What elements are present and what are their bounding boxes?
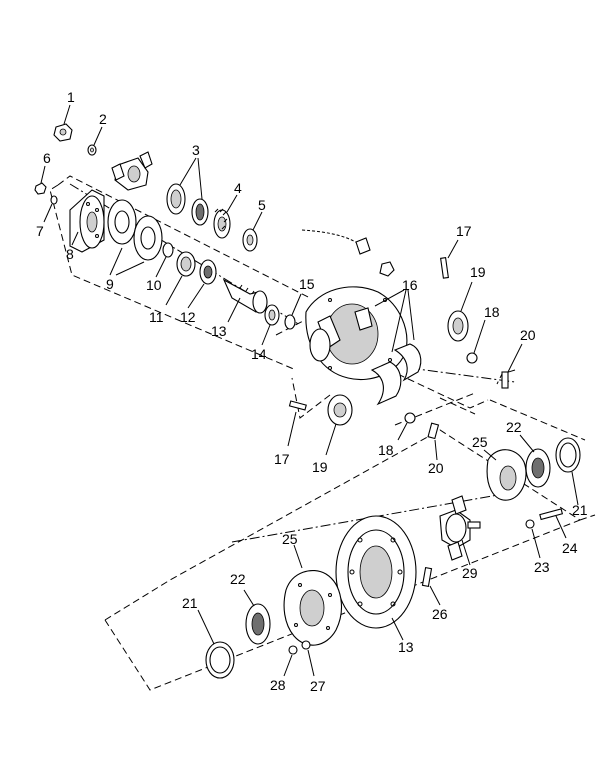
adjuster-part-19-upper — [447, 281, 473, 342]
callout-22-upper: 22 — [506, 419, 522, 435]
callout-22-lower: 22 — [230, 571, 246, 587]
bearing-cone-part-22-lower — [243, 589, 271, 645]
pin-part-17-lower — [287, 400, 307, 447]
callout-11: 11 — [149, 309, 164, 325]
callout-3: 3 — [192, 142, 200, 158]
carrier-housing-part-16 — [305, 286, 415, 380]
nut-part-1 — [53, 104, 73, 142]
callout-7: 7 — [36, 223, 44, 239]
callout-1: 1 — [67, 89, 75, 105]
bolt-part-26 — [421, 566, 441, 606]
callout-13-pinion: 13 — [211, 323, 227, 339]
callout-18-upper: 18 — [484, 304, 500, 320]
callout-18-lower: 18 — [378, 442, 394, 458]
callout-2: 2 — [99, 111, 107, 127]
pin-part-27 — [301, 640, 315, 677]
adjuster-part-19-lower — [325, 394, 353, 456]
bolt-part-20-upper — [501, 343, 523, 389]
callout-29: 29 — [462, 565, 478, 581]
callout-23: 23 — [534, 559, 550, 575]
bolt-part-20-lower — [427, 422, 440, 461]
diff-case-part-25-upper — [483, 449, 527, 501]
ring-gear-part-13 — [335, 515, 417, 641]
callout-21-lower: 21 — [182, 595, 198, 611]
spider-gear-part-29 — [439, 495, 481, 566]
bearing-caps — [370, 343, 422, 406]
callout-12: 12 — [180, 309, 196, 325]
bearing-part-14 — [261, 304, 280, 346]
lock-part-18-upper — [466, 319, 486, 364]
seal-part-10 — [155, 242, 174, 278]
callout-27: 27 — [310, 678, 326, 694]
bearing-cone-part-12 — [187, 259, 217, 309]
callout-17-upper: 17 — [456, 223, 472, 239]
callout-13-ring: 13 — [398, 639, 414, 655]
callout-25-upper: 25 — [472, 434, 488, 450]
callout-15: 15 — [299, 276, 315, 292]
pin-part-17-upper — [440, 239, 459, 279]
vent-hose — [301, 229, 395, 277]
callout-20-upper: 20 — [520, 327, 536, 343]
bolt-part-6 — [34, 165, 47, 195]
bearing-cup-part-21-lower — [197, 609, 235, 679]
callout-20-lower: 20 — [428, 460, 444, 476]
callout-9: 9 — [106, 276, 114, 292]
bearing-cup-part-21-upper — [555, 437, 581, 506]
shim-part-15 — [284, 293, 302, 330]
callout-28: 28 — [270, 677, 286, 693]
callout-10: 10 — [146, 277, 162, 293]
bolt-part-24 — [539, 508, 567, 539]
bearing-part-3 — [166, 157, 209, 226]
diff-case-part-25-lower — [283, 544, 342, 646]
callout-labels: 1 2 3 4 5 6 7 8 9 10 11 12 13 14 15 16 1… — [36, 89, 588, 694]
callout-21-upper: 21 — [572, 502, 588, 518]
bearing-part-5 — [242, 211, 263, 252]
pinion-gear-part-13 — [222, 278, 268, 323]
callout-25-lower: 25 — [282, 531, 298, 547]
pinion-yoke — [111, 151, 153, 191]
callout-6: 6 — [43, 150, 51, 166]
callout-8: 8 — [66, 246, 74, 262]
bearing-cup-part-11 — [165, 251, 196, 306]
washer-part-7 — [43, 195, 58, 223]
washer-part-28 — [283, 645, 298, 677]
callout-17-lower: 17 — [274, 451, 290, 467]
lock-part-18-lower — [397, 412, 416, 441]
callout-16: 16 — [402, 277, 418, 293]
callout-14: 14 — [251, 346, 267, 362]
callout-19-lower: 19 — [312, 459, 328, 475]
callout-5: 5 — [258, 197, 266, 213]
callout-4: 4 — [234, 180, 242, 196]
gasket-part-9 — [107, 199, 163, 276]
washer-part-23 — [525, 519, 541, 559]
callout-19-upper: 19 — [470, 264, 486, 280]
flange-part-8 — [69, 189, 105, 253]
gear-part-4 — [213, 194, 238, 239]
washer-part-2 — [87, 126, 103, 156]
callout-26: 26 — [432, 606, 448, 622]
callout-24: 24 — [562, 540, 578, 556]
